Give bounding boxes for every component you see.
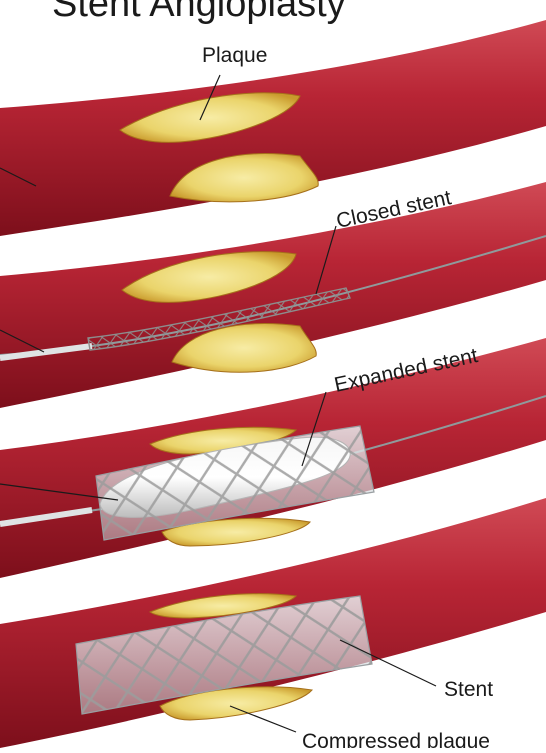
- stent-label: Stent: [444, 678, 493, 701]
- diagram-title: Stent Angioplasty: [52, 0, 346, 25]
- plaque-label: Plaque: [202, 44, 267, 67]
- compressed-plaque-label: Compressed plaque: [302, 730, 490, 748]
